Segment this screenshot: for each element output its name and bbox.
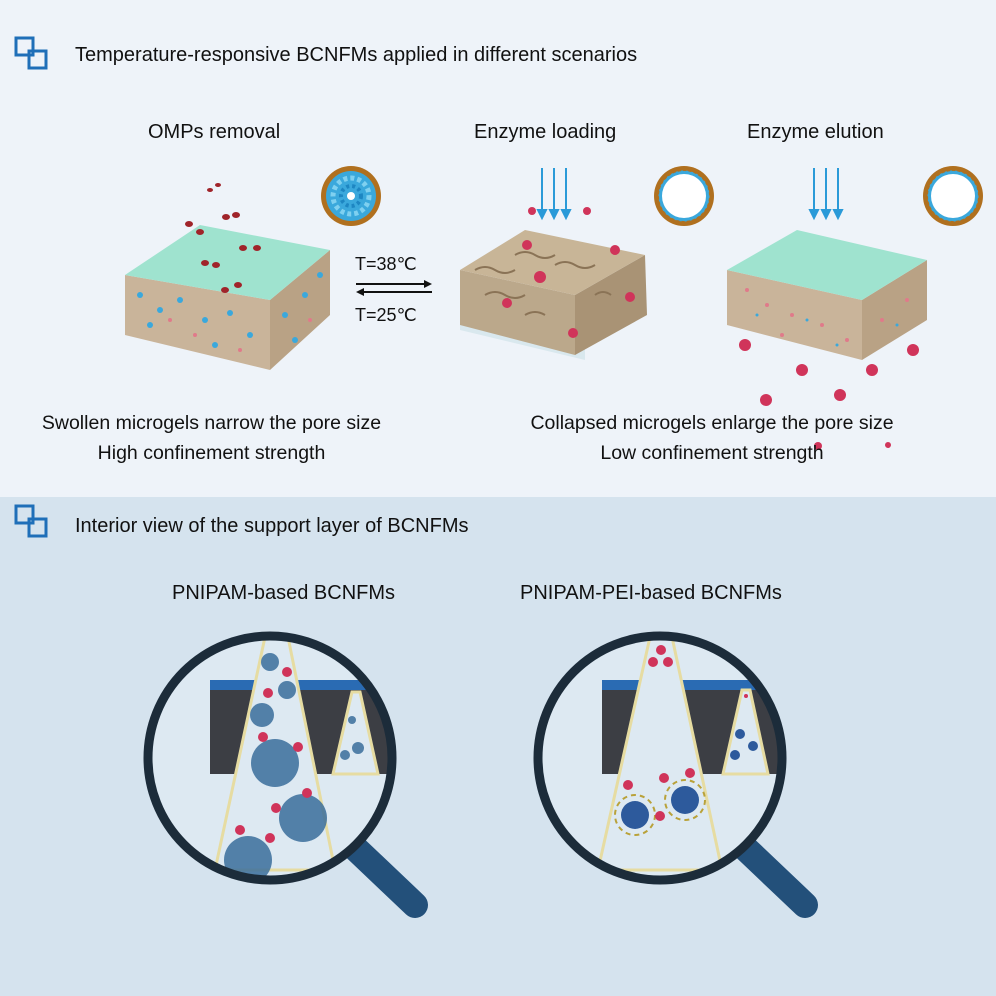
caption-collapsed-line2: Low confinement strength	[600, 442, 824, 464]
transition-reverse-label: T=25℃	[355, 305, 417, 325]
scenario-label-elution: Enzyme elution	[747, 121, 884, 143]
caption-collapsed-line1: Collapsed microgels enlarge the pore siz…	[530, 412, 894, 434]
panel-label-pnipam: PNIPAM-based BCNFMs	[172, 582, 396, 604]
caption-swollen: Swollen microgels narrow the pore size H…	[14, 408, 409, 468]
double-arrow-icon	[356, 280, 432, 296]
panel-label-pnipam-pei: PNIPAM-PEI-based BCNFMs	[520, 582, 782, 604]
eluted-enzymes	[739, 339, 919, 450]
overlapping-squares-icon	[14, 504, 48, 538]
swollen-microgel-icon	[321, 166, 381, 226]
section-title-scenarios: Temperature-responsive BCNFMs applied in…	[75, 44, 638, 66]
enzyme-icon	[583, 207, 591, 215]
scenario-label-omps: OMPs removal	[148, 121, 281, 143]
section-title-interior: Interior view of the support layer of BC…	[75, 515, 469, 537]
scenario-label-loading: Enzyme loading	[474, 121, 617, 143]
caption-swollen-line1: Swollen microgels narrow the pore size	[41, 412, 382, 434]
membrane-collapsed-loading	[460, 230, 647, 360]
collapsed-microgel-icon	[654, 166, 714, 226]
membrane-collapsed-elution	[727, 230, 927, 360]
collapsed-microgel-icon	[923, 166, 983, 226]
transition-forward-label: T=38℃	[355, 254, 417, 274]
caption-collapsed: Collapsed microgels enlarge the pore siz…	[498, 408, 926, 468]
membrane-swollen	[125, 183, 330, 370]
caption-swollen-line2: High confinement strength	[97, 442, 326, 464]
overlapping-squares-icon	[14, 36, 48, 70]
enzyme-icon	[528, 207, 536, 215]
flow-arrows-icon	[808, 168, 844, 221]
magnifier-pnipam	[143, 631, 428, 918]
magnifier-pnipam-pei	[533, 631, 818, 918]
flow-arrows-icon	[536, 168, 572, 221]
